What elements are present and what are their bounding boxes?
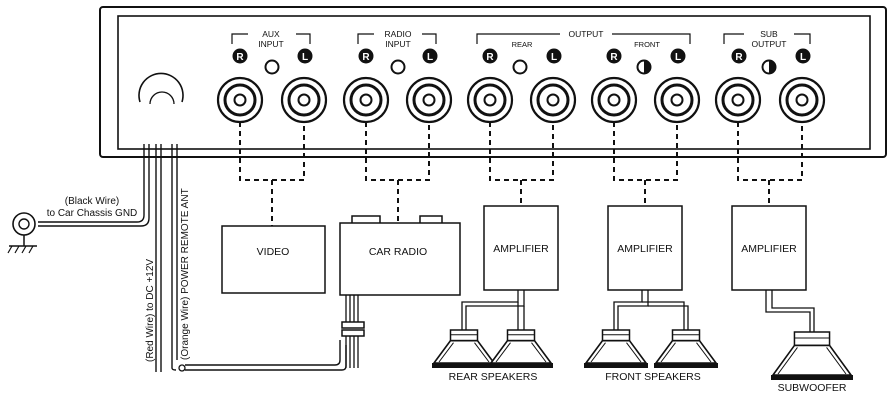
ground-terminal xyxy=(7,212,37,254)
speaker-wires xyxy=(461,290,815,332)
channel-badge-radio-r: R xyxy=(358,48,374,64)
channel-badge-letter: R xyxy=(236,52,244,63)
rca-jack-sub-l[interactable] xyxy=(778,76,826,124)
rca-jack-sub-r[interactable] xyxy=(714,76,762,124)
aux-indicator xyxy=(264,59,280,75)
video-label: VIDEO xyxy=(257,246,290,258)
output-rear-label: REAR xyxy=(512,40,533,49)
rca-jack-radio-l[interactable] xyxy=(405,76,453,124)
indicator-dots xyxy=(264,59,777,75)
car-radio-device: CAR RADIO xyxy=(339,215,461,368)
channel-badge-letter: L xyxy=(675,52,681,63)
channel-badge-letter: R xyxy=(362,52,370,63)
video-device: VIDEO xyxy=(221,225,326,294)
subwoofer-speaker xyxy=(771,331,853,380)
orange-wire-label: (Orange Wire) POWER REMOTE ANT xyxy=(180,188,191,360)
amplifier-rear: AMPLIFIER xyxy=(483,205,559,291)
rear-indicator xyxy=(512,59,528,75)
channel-badge-letter: R xyxy=(610,52,618,63)
amp-front-label: AMPLIFIER xyxy=(617,243,673,255)
amp-rear-label: AMPLIFIER xyxy=(493,243,549,255)
sub-output-label-line2: OUTPUT xyxy=(752,39,787,49)
rca-jack-aux-l[interactable] xyxy=(280,76,328,124)
channel-badge-sub-l: L xyxy=(795,48,811,64)
channel-badge-aux-l: L xyxy=(297,48,313,64)
black-wire-dest-label: to Car Chassis GND xyxy=(47,208,138,219)
front-speaker-right xyxy=(654,329,718,368)
rca-jack-front-l[interactable] xyxy=(653,76,701,124)
channel-badge-front-r: R xyxy=(606,48,622,64)
radio-indicator xyxy=(390,59,406,75)
amplifier-front: AMPLIFIER xyxy=(607,205,683,291)
rca-jack-rear-r[interactable] xyxy=(466,76,514,124)
rear-speaker-left xyxy=(432,329,496,368)
rca-jack-radio-r[interactable] xyxy=(342,76,390,124)
channel-badge-letter: L xyxy=(800,52,806,63)
rear-speaker-right xyxy=(489,329,553,368)
rca-jack-aux-r[interactable] xyxy=(216,76,264,124)
channel-badge-letter: L xyxy=(302,52,308,63)
sub-level-knob xyxy=(761,59,777,75)
channel-badge-sub-r: R xyxy=(731,48,747,64)
channel-badge-letter: R xyxy=(735,52,743,63)
output-label: OUTPUT xyxy=(569,29,604,39)
amp-sub-label: AMPLIFIER xyxy=(741,243,797,255)
rca-jack-front-r[interactable] xyxy=(590,76,638,124)
aux-input-label-line2: INPUT xyxy=(258,39,284,49)
dashed-connections xyxy=(239,122,803,226)
power-grommet xyxy=(138,72,184,105)
amplifier-sub: AMPLIFIER xyxy=(731,205,807,291)
rca-jack-rear-l[interactable] xyxy=(529,76,577,124)
black-wire-label: (Black Wire) xyxy=(65,196,119,207)
front-level-knob xyxy=(636,59,652,75)
speakers xyxy=(432,329,853,380)
channel-badge-rear-r: R xyxy=(482,48,498,64)
car-radio-label: CAR RADIO xyxy=(369,246,427,258)
aux-input-label-line1: AUX xyxy=(262,29,280,39)
output-front-label: FRONT xyxy=(634,40,660,49)
front-speaker-left xyxy=(584,329,648,368)
front-speakers-label: FRONT SPEAKERS xyxy=(605,371,701,383)
red-wire-label: (Red Wire) to DC +12V xyxy=(145,259,156,362)
channel-badge-aux-r: R xyxy=(232,48,248,64)
channel-badge-letter: L xyxy=(427,52,433,63)
radio-input-label-line1: RADIO xyxy=(385,29,412,39)
panel-labels: AUX INPUT RADIO INPUT OUTPUT REAR FRONT … xyxy=(231,29,811,49)
sub-output-label-line1: SUB xyxy=(760,29,778,39)
channel-badge-radio-l: L xyxy=(422,48,438,64)
radio-input-label-line2: INPUT xyxy=(385,39,411,49)
subwoofer-label: SUBWOOFER xyxy=(778,382,847,393)
channel-badge-front-l: L xyxy=(670,48,686,64)
channel-badge-letter: R xyxy=(486,52,494,63)
rear-speakers-label: REAR SPEAKERS xyxy=(449,371,538,383)
channel-badge-letter: L xyxy=(551,52,557,63)
rca-jacks xyxy=(216,76,826,124)
channel-badge-rear-l: L xyxy=(546,48,562,64)
remote-wire-end xyxy=(178,364,186,372)
radio-harness xyxy=(341,295,365,368)
